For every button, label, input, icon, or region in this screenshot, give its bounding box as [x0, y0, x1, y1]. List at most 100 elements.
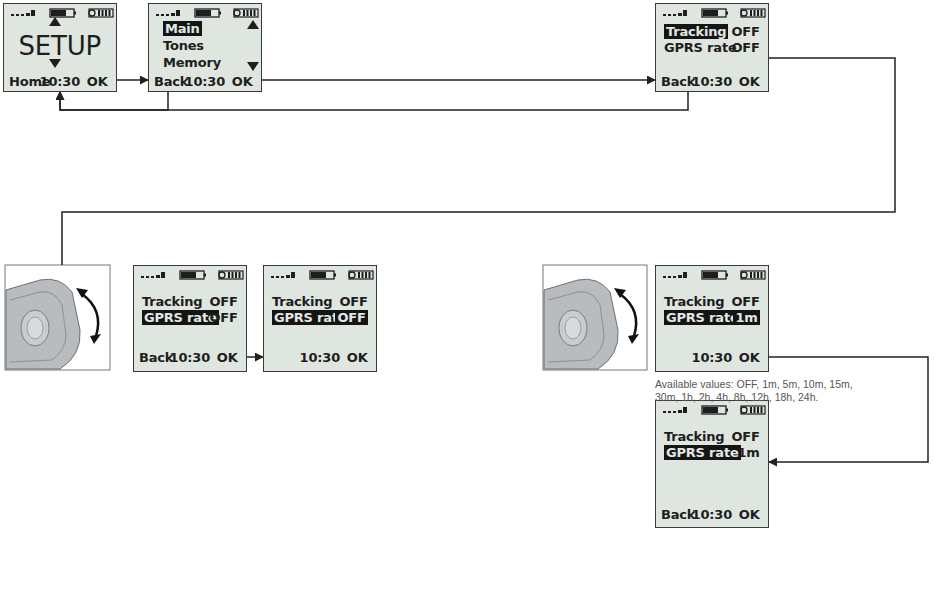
battery-level [181, 272, 196, 278]
signal-bar [141, 276, 144, 278]
antenna-frame [741, 9, 765, 17]
antenna-icon [741, 407, 747, 413]
signal-bar [678, 13, 682, 16]
screen-text: 10:30 [300, 350, 340, 365]
battery-tip [219, 12, 221, 15]
signal-bar [156, 14, 159, 16]
screen-text: OFF [731, 24, 759, 39]
screen-text: Back [154, 74, 188, 89]
antenna-bar [243, 10, 245, 16]
signal-bar [156, 275, 160, 278]
battery-tip [334, 274, 336, 277]
signal-bar [21, 14, 24, 16]
antenna-frame [89, 9, 113, 17]
screen-text: Back [139, 350, 173, 365]
antenna-bar [750, 272, 752, 278]
battery-icon [702, 271, 726, 279]
lcd-fill [655, 3, 769, 92]
screen-text: OK [347, 350, 368, 365]
signal-bar [668, 276, 671, 278]
signal-bar [673, 14, 676, 16]
antenna-bar [369, 272, 371, 278]
signal-bar [26, 13, 30, 16]
signal-bar [678, 275, 682, 278]
lcd-screen: TrackingOFFGPRS rate1m10:30OK [655, 265, 769, 372]
screen-text: OFF [209, 294, 237, 309]
screen-text: Back [661, 507, 695, 522]
lcd-screens [3, 3, 769, 528]
signal-bar [673, 411, 676, 413]
screen-text: OK [739, 74, 760, 89]
antenna-bar [754, 272, 756, 278]
lcd-screen: TrackingOFFGPRS rateOFFBack10:30OK [133, 265, 247, 372]
battery-level [703, 272, 718, 278]
flow-arrow [262, 79, 655, 81]
battery-tip [726, 409, 728, 412]
screen-text: 10:30 [170, 350, 210, 365]
antenna-bar [754, 407, 756, 413]
flow-arrow [247, 356, 263, 358]
battery-icon [50, 9, 74, 17]
flow-arrow [60, 92, 168, 110]
antenna-frame [741, 406, 765, 414]
antenna-bar [250, 10, 252, 16]
antenna-bar [757, 272, 759, 278]
signal-bar [171, 13, 175, 16]
signal-bar [161, 272, 165, 278]
antenna-bar [247, 10, 249, 16]
battery-tip [74, 12, 76, 15]
signal-bar [31, 10, 35, 16]
screen-text: SETUP [19, 31, 102, 61]
antenna-frame [219, 271, 243, 279]
screen-text: Tones [163, 38, 204, 53]
signal-bar [276, 276, 279, 278]
lcd-fill [3, 3, 117, 92]
battery-icon [702, 9, 726, 17]
antenna-icon [741, 272, 747, 278]
antenna-bar [365, 272, 367, 278]
battery-tip [204, 274, 206, 277]
signal-bar [668, 14, 671, 16]
screen-text: Tracking [272, 294, 332, 309]
screen-text: OK [217, 350, 238, 365]
highlighted-menu-text: Tracking [664, 24, 728, 39]
lcd-screen: TrackingOFFGPRS rateOFFBack10:30OK [655, 3, 769, 92]
signal-bar [271, 276, 274, 278]
screen-text: 10:30 [692, 507, 732, 522]
screen-text: 10:30 [185, 74, 225, 89]
screen-text: Tracking [142, 294, 202, 309]
signal-bar [668, 411, 671, 413]
lcd-fill [655, 265, 769, 372]
screen-text: OK [232, 74, 253, 89]
signal-bar [683, 10, 687, 16]
highlighted-menu-text: GPRS rate [664, 310, 741, 325]
signal-bar [663, 276, 666, 278]
signal-bar [291, 272, 295, 278]
highlighted-menu-text: GPRS rate [664, 445, 741, 460]
signal-bar [683, 407, 687, 413]
flow-arrow [62, 58, 895, 265]
antenna-bar [98, 10, 100, 16]
signal-bar [16, 14, 19, 16]
battery-level [311, 272, 326, 278]
signal-bar [161, 14, 164, 16]
flow-arrow [769, 357, 928, 462]
antenna-icon [741, 10, 747, 16]
screen-text: GPRS rate [664, 40, 737, 55]
signal-bar [281, 276, 284, 278]
antenna-bar [228, 272, 230, 278]
antenna-icon [89, 10, 95, 16]
screen-text: Tracking [664, 429, 724, 444]
antenna-bar [235, 272, 237, 278]
highlighted-menu-text: OFF [335, 310, 367, 325]
signal-bar [683, 272, 687, 278]
battery-level [196, 10, 211, 16]
highlighted-menu-text: GPRS rate [142, 310, 219, 325]
lcd-fill [655, 400, 769, 528]
antenna-bar [750, 10, 752, 16]
signal-bar [678, 410, 682, 413]
lcd-fill [133, 265, 247, 372]
screen-text: Memory [163, 55, 221, 70]
screen-text: OK [739, 507, 760, 522]
